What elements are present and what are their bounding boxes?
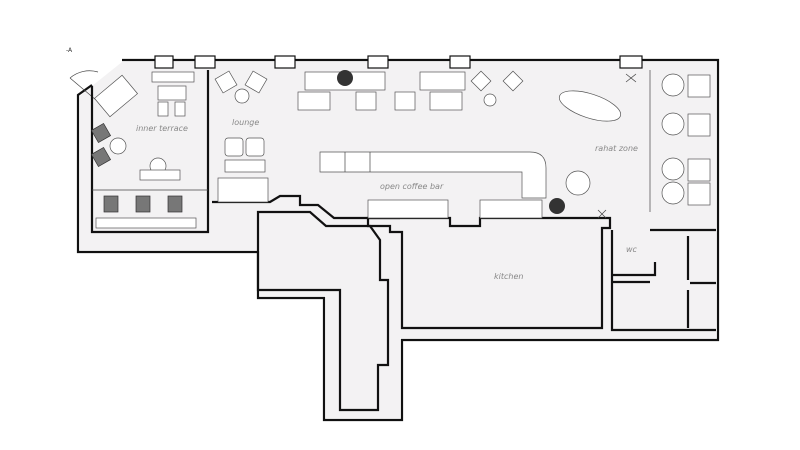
- kitchen-wall: [366, 216, 612, 330]
- rahat-furniture: [558, 70, 711, 219]
- plant-icon: [549, 198, 565, 214]
- terrace-furniture: [90, 71, 197, 229]
- plant-icon: [337, 70, 353, 86]
- north-marker: -A: [66, 47, 73, 54]
- terrace-wall: [90, 70, 210, 234]
- wc-wall: [610, 228, 716, 332]
- label-lounge: lounge: [232, 118, 259, 127]
- lounge-bottom-wall: [212, 194, 400, 220]
- corridor-wall: [256, 210, 390, 412]
- lounge-furniture: [214, 70, 524, 203]
- outer-wall: [76, 58, 720, 422]
- windows: [154, 55, 643, 69]
- label-inner-terrace: inner terrace: [136, 124, 188, 133]
- label-kitchen: kitchen: [494, 272, 523, 281]
- entrance-door[interactable]: [69, 70, 138, 118]
- label-open-coffee-bar: open coffee bar: [380, 182, 444, 191]
- bar-counter: [319, 151, 547, 219]
- label-rahat-zone: rahat zone: [595, 144, 638, 153]
- label-wc: wc: [626, 245, 638, 254]
